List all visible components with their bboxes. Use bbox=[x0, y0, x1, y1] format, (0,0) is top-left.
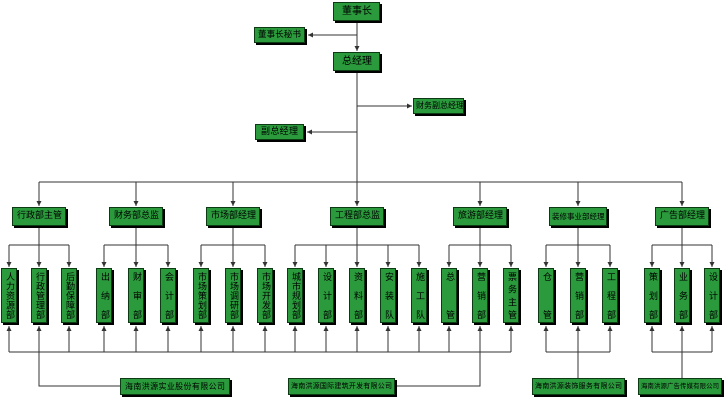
deputy-gm-box: 副总经理 bbox=[255, 124, 304, 140]
marketing-dept-head-box: 市场部经理 bbox=[206, 207, 260, 226]
unit-archives-box: 资料部 bbox=[349, 268, 365, 323]
unit-admin-management-box: 行政管理部 bbox=[31, 268, 47, 323]
general-manager-box: 总经理 bbox=[333, 52, 380, 71]
unit-hr-box: 人力资源部 bbox=[1, 268, 17, 323]
unit-logistics-box: 后勤保障部 bbox=[61, 268, 77, 323]
company-industrial-box: 海南洪源实业股份有限公司 bbox=[120, 378, 230, 395]
admin-dept-head-box: 行政部主管 bbox=[12, 207, 66, 226]
unit-ad-design-box: 设计部 bbox=[704, 268, 720, 323]
company-decoration-box: 海南洪源装饰服务有限公司 bbox=[532, 378, 625, 395]
unit-market-development-box: 市场开发部 bbox=[257, 268, 273, 323]
finance-deputy-gm-box: 财务副总经理 bbox=[413, 98, 464, 114]
unit-general-desk-box: 总管 bbox=[441, 268, 457, 323]
decoration-dept-head-box: 装修事业部经理 bbox=[549, 207, 607, 226]
unit-installation-team-box: 安装队 bbox=[380, 268, 396, 323]
company-advertising-box: 海南洪源广告传媒有限公司 bbox=[638, 378, 722, 395]
advertising-dept-head-box: 广告部经理 bbox=[655, 207, 709, 226]
unit-market-planning-box: 市场策划部 bbox=[193, 268, 209, 323]
tourism-dept-head-box: 旅游部经理 bbox=[453, 207, 507, 226]
unit-ticketing-box: 票务主管 bbox=[503, 268, 519, 323]
unit-warehouse-box: 仓管 bbox=[538, 268, 554, 323]
unit-decoration-engineering-box: 工程部 bbox=[602, 268, 618, 323]
unit-construction-team-box: 施工队 bbox=[411, 268, 427, 323]
finance-dept-head-box: 财务部总监 bbox=[109, 207, 163, 226]
unit-market-research-box: 市场调研部 bbox=[225, 268, 241, 323]
engineering-dept-head-box: 工程部总监 bbox=[330, 207, 384, 226]
line-to-company-industrial bbox=[38, 352, 120, 387]
company-construction-box: 海南洪源国际建筑开发有限公司 bbox=[288, 378, 395, 395]
chairman-secretary-box: 董事长秘书 bbox=[254, 27, 305, 43]
unit-audit-box: 财审部 bbox=[128, 268, 144, 323]
chairman-box: 董事长 bbox=[333, 2, 380, 21]
unit-urban-planning-box: 城市规划部 bbox=[287, 268, 303, 323]
line-to-company-construction bbox=[397, 352, 481, 387]
unit-ad-planning-box: 策划部 bbox=[644, 268, 660, 323]
unit-tourism-sales-box: 营销部 bbox=[472, 268, 488, 323]
unit-design-box: 设计部 bbox=[318, 268, 334, 323]
unit-cashier-box: 出纳部 bbox=[96, 268, 112, 323]
unit-accounting-box: 会计部 bbox=[160, 268, 176, 323]
unit-decoration-sales-box: 营销部 bbox=[570, 268, 586, 323]
unit-ad-business-box: 业务部 bbox=[674, 268, 690, 323]
